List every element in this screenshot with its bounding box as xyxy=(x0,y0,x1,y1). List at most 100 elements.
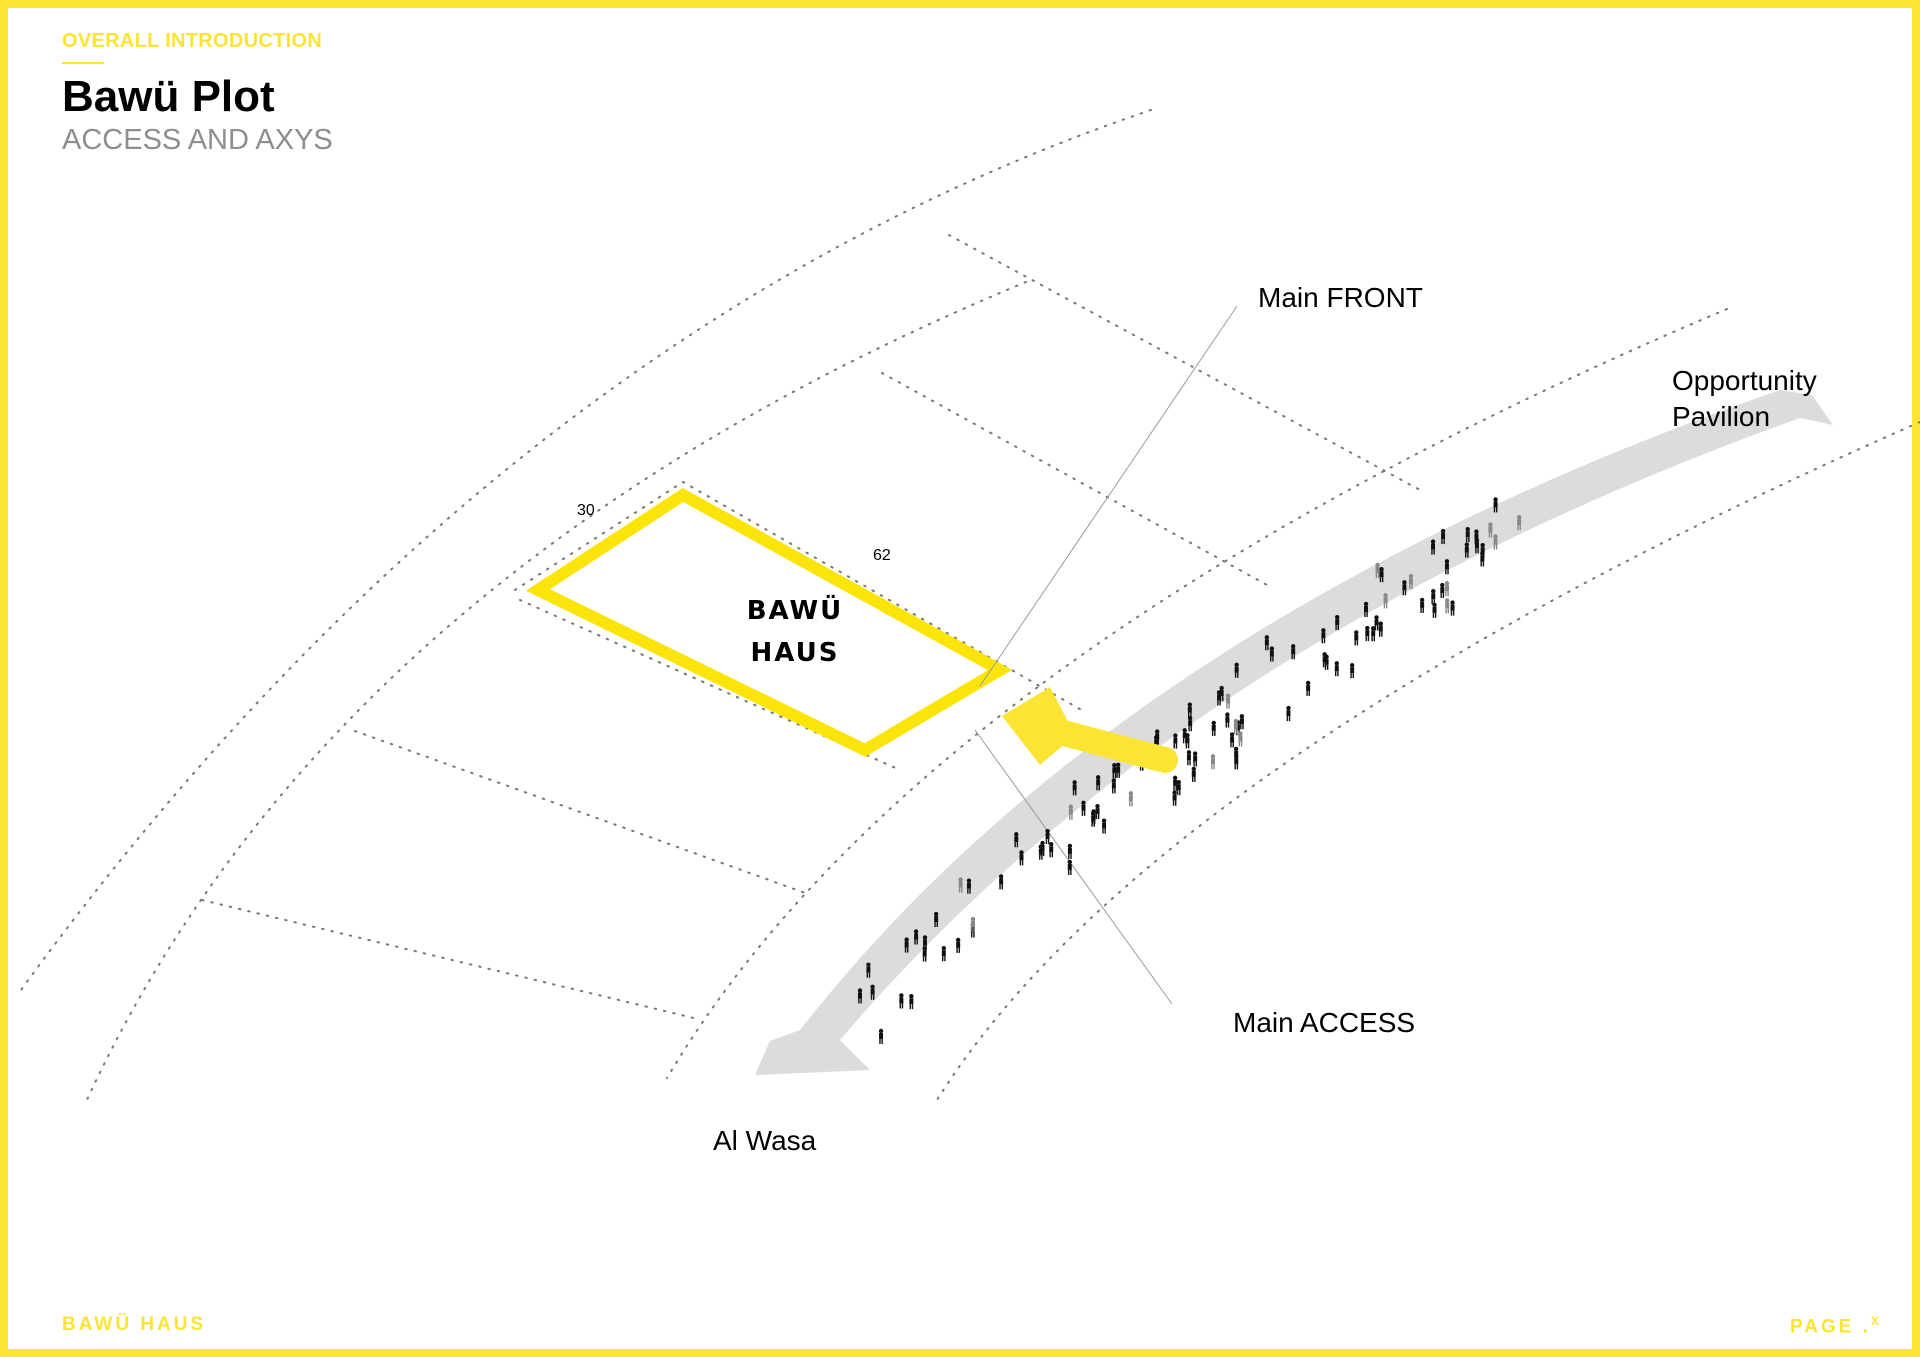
person-figure xyxy=(1365,625,1370,642)
person-figure xyxy=(1081,800,1086,816)
person-figure xyxy=(1290,644,1296,660)
person-figure xyxy=(1095,775,1101,791)
person-figure xyxy=(933,911,939,928)
person-figure xyxy=(1335,614,1340,631)
street-grid xyxy=(17,109,1920,1103)
person-figure xyxy=(1379,566,1384,583)
person-figure xyxy=(1115,762,1121,778)
person-figure xyxy=(1038,844,1044,860)
person-figure xyxy=(1191,766,1196,782)
dotted-line xyxy=(948,234,1421,491)
person-figure xyxy=(870,984,875,1000)
person-figure xyxy=(958,877,963,893)
person-figure xyxy=(1493,497,1498,513)
person-figure xyxy=(1264,635,1270,651)
person-figure xyxy=(1493,534,1498,550)
leader-main-front xyxy=(979,305,1238,687)
person-figure xyxy=(904,937,909,953)
person-figure xyxy=(1334,661,1339,677)
person-figure xyxy=(1095,803,1100,820)
dotted-arc-2 xyxy=(85,281,1027,1103)
person-figure xyxy=(913,929,919,945)
pedestrian-flow-band xyxy=(755,390,1833,1075)
page-label: PAGE . xyxy=(1790,1316,1871,1338)
person-figure xyxy=(1354,630,1359,646)
person-figure xyxy=(1112,763,1117,779)
person-figure xyxy=(909,993,914,1010)
person-figure xyxy=(1444,559,1450,575)
label-opportunity-line2: Pavilion xyxy=(1672,401,1771,432)
person-figure xyxy=(1014,832,1019,848)
person-figure xyxy=(1305,680,1311,696)
person-figure xyxy=(1444,581,1450,597)
dimension-long-label: 62 xyxy=(873,547,891,564)
person-figure xyxy=(1464,542,1470,558)
person-figure xyxy=(1225,693,1231,709)
person-figure xyxy=(1465,526,1470,543)
person-figure xyxy=(970,916,976,933)
person-figure xyxy=(1234,662,1239,678)
person-figure xyxy=(1219,685,1224,702)
label-main-access: Main ACCESS xyxy=(1233,1007,1416,1038)
person-figure xyxy=(1019,850,1024,866)
person-figure xyxy=(1474,529,1479,545)
person-figure xyxy=(1068,804,1074,820)
footer-page: PAGE .X xyxy=(1790,1314,1879,1338)
page-subtitle: ACCESS AND AXYS xyxy=(62,124,333,156)
person-figure xyxy=(1286,705,1291,722)
label-al-wasa: Al Wasa xyxy=(713,1125,817,1156)
person-figure xyxy=(1440,528,1446,545)
dotted-line xyxy=(354,730,809,895)
person-figure xyxy=(1378,621,1383,637)
person-figure xyxy=(1049,842,1054,858)
person-figure xyxy=(1324,654,1329,670)
person-figure xyxy=(955,937,961,953)
person-figure xyxy=(1269,646,1275,662)
label-opportunity-line1: Opportunity xyxy=(1672,365,1817,396)
person-figure xyxy=(1383,593,1388,609)
person-figure xyxy=(1072,780,1077,796)
section-kicker: OVERALL INTRODUCTION xyxy=(62,30,323,52)
person-figure xyxy=(1101,818,1107,834)
person-figure xyxy=(1185,733,1190,749)
person-figure xyxy=(1128,791,1134,807)
person-figure xyxy=(998,874,1004,890)
page-title: Bawü Plot xyxy=(62,72,275,121)
page-number: X xyxy=(1871,1314,1880,1328)
person-figure xyxy=(1321,628,1326,644)
person-figure xyxy=(1233,718,1239,735)
person-figure xyxy=(1402,580,1407,596)
person-figure xyxy=(1444,598,1450,614)
person-figure xyxy=(1111,778,1117,794)
person-figure xyxy=(1176,780,1181,796)
person-figure xyxy=(966,878,972,894)
dotted-arc-4 xyxy=(936,421,1920,1101)
person-figure xyxy=(922,935,928,951)
person-figure xyxy=(857,988,863,1004)
leader-main-access xyxy=(974,729,1173,1005)
person-figure xyxy=(1229,732,1235,748)
dotted-arc-3 xyxy=(666,308,1728,1079)
person-figure xyxy=(1187,702,1193,718)
kicker-rule xyxy=(62,62,104,64)
plot-name: BAWÜ HAUS xyxy=(700,590,890,674)
main-access-arrow xyxy=(1002,687,1178,773)
plot-name-line1: BAWÜ xyxy=(746,596,844,626)
person-figure xyxy=(1374,615,1379,631)
dimension-short-label: 30 xyxy=(577,502,595,519)
person-figure xyxy=(1516,514,1522,531)
label-main-front: Main FRONT xyxy=(1258,282,1423,313)
person-figure xyxy=(941,946,947,962)
person-figure xyxy=(1238,731,1243,747)
person-figure xyxy=(1349,663,1355,679)
person-figure xyxy=(1480,542,1485,559)
person-figure xyxy=(1187,716,1193,732)
person-figure xyxy=(1210,754,1216,770)
person-figure xyxy=(1432,602,1437,618)
person-figure xyxy=(1488,522,1493,538)
bawu-plot-outline xyxy=(525,488,1013,757)
person-figure xyxy=(1192,751,1198,767)
plot-setback-bottom xyxy=(519,599,901,771)
